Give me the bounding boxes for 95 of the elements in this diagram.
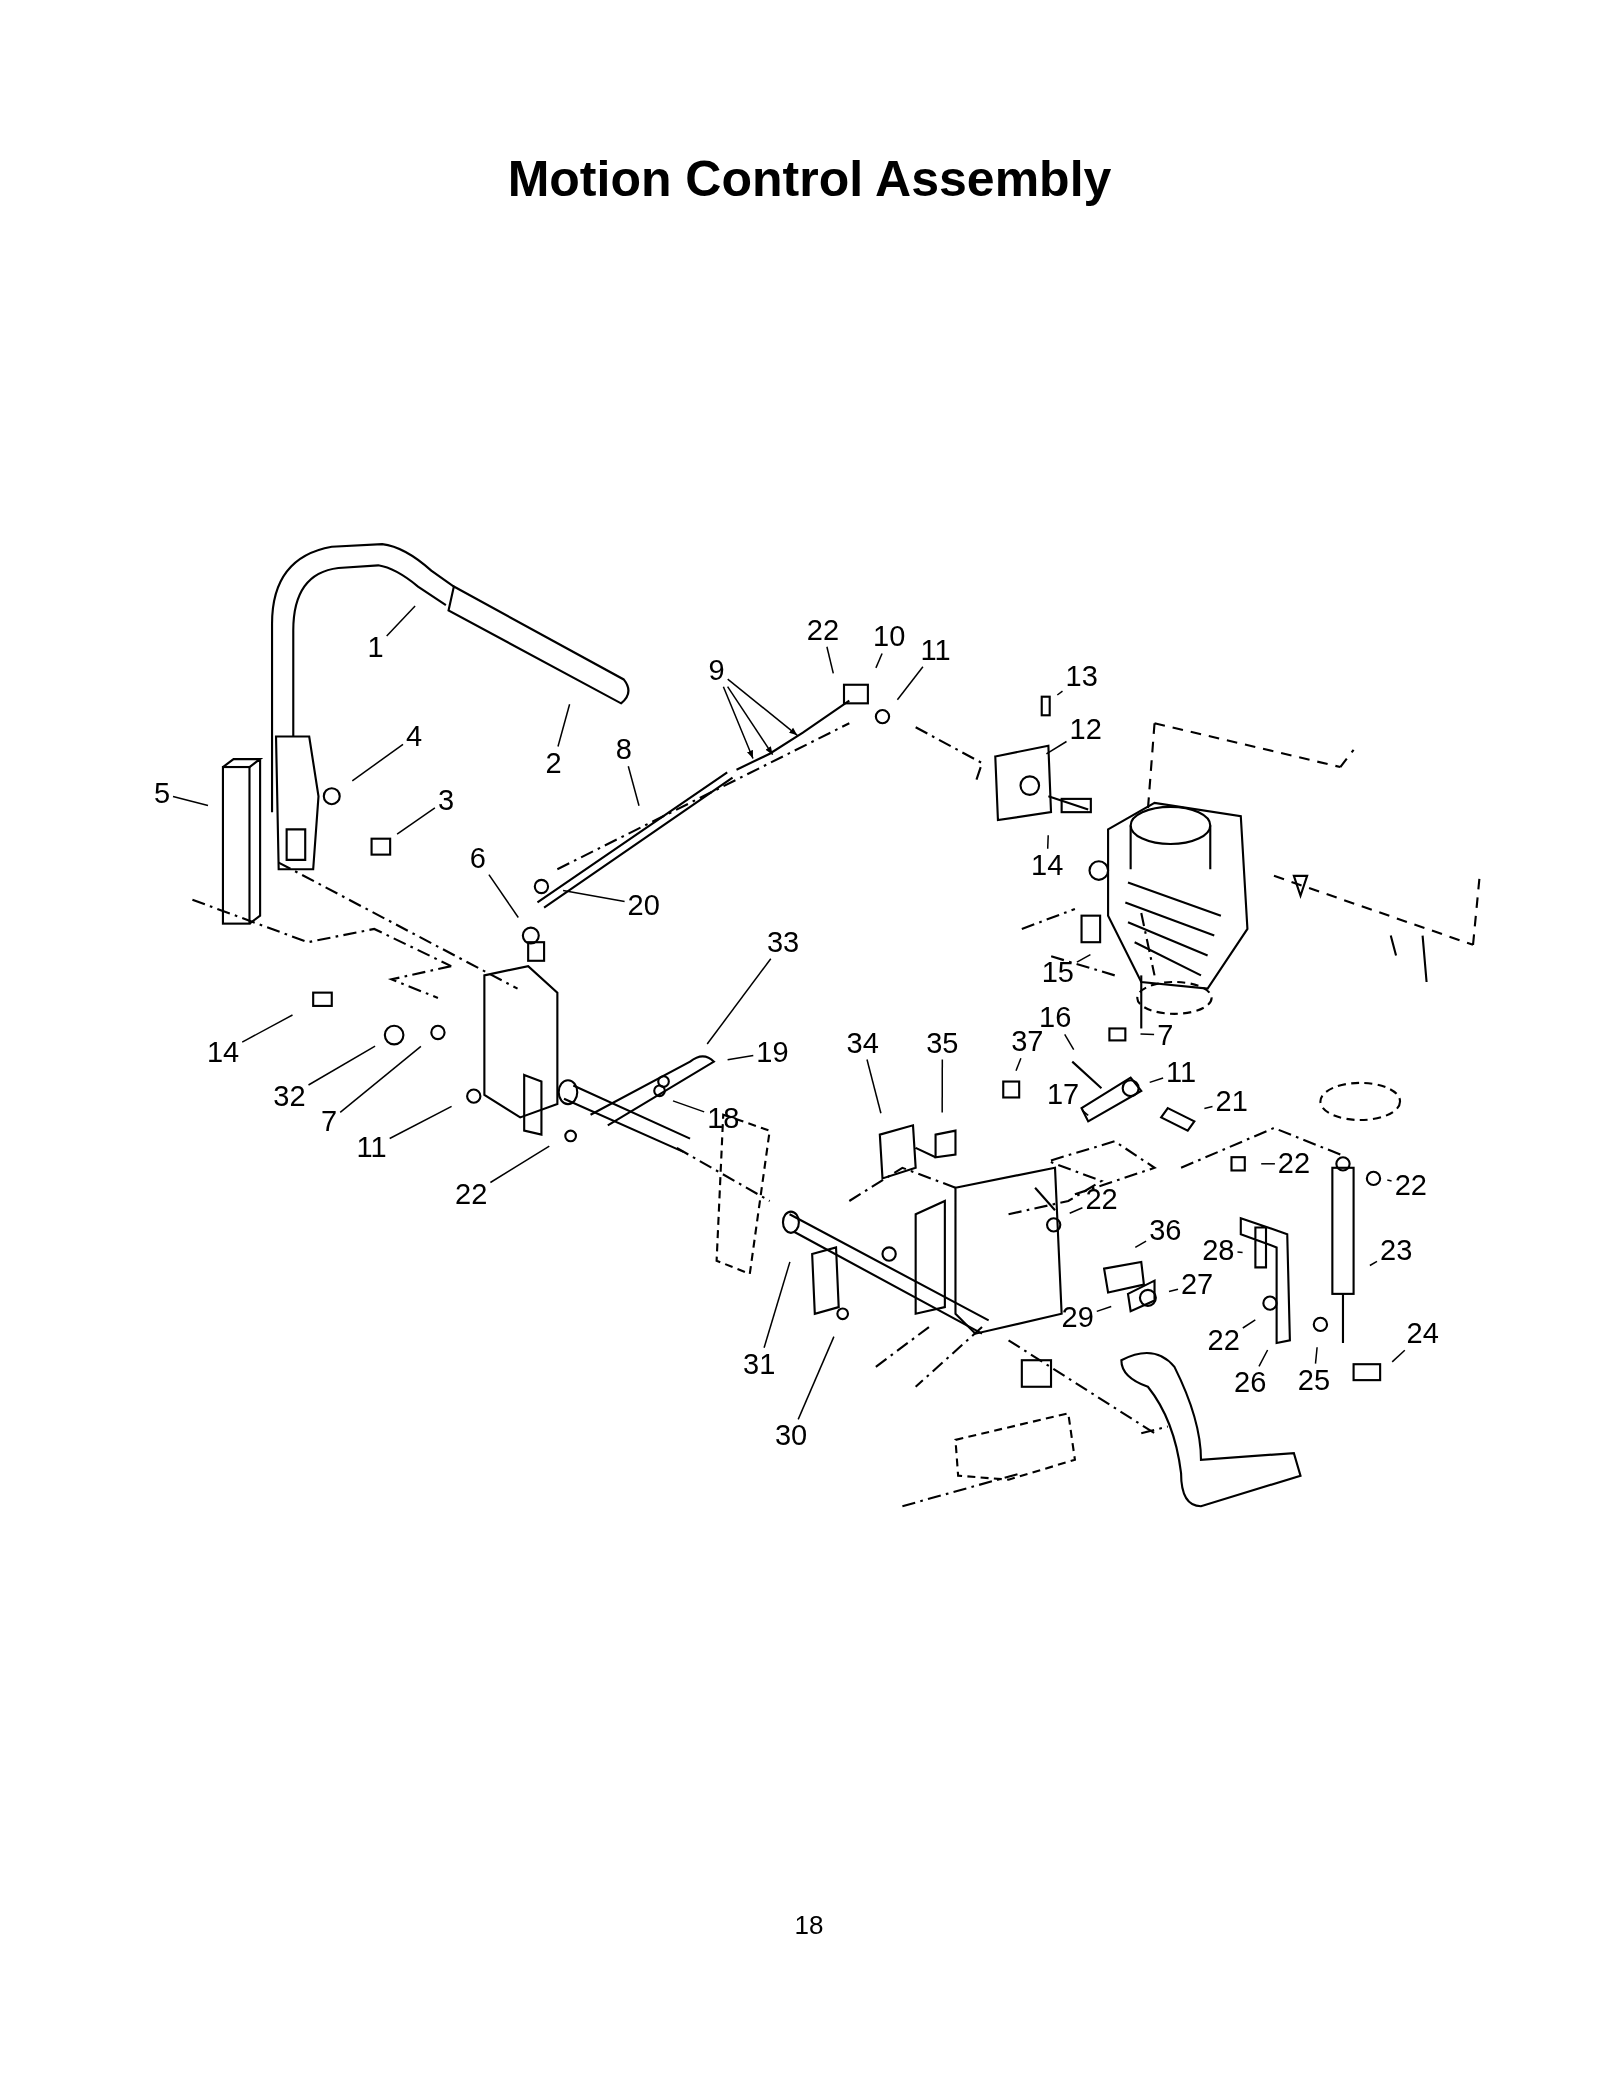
callout-number: 23: [1380, 1235, 1413, 1265]
callout-number: 15: [1041, 958, 1074, 988]
callout-number: 22: [806, 615, 840, 645]
leader-line: [1148, 1077, 1164, 1084]
callout-number: 13: [1065, 662, 1098, 692]
leader-line: [1242, 1319, 1257, 1329]
callout-number: 31: [743, 1349, 776, 1379]
callout-number: 2: [545, 748, 562, 778]
leader-line: [1045, 740, 1068, 755]
callout-number: 12: [1069, 715, 1102, 745]
callout-number: 24: [1406, 1319, 1439, 1349]
callout-number: 11: [356, 1133, 387, 1163]
leader-line: [1096, 1305, 1112, 1313]
callout-number: 30: [774, 1421, 808, 1451]
callout-number: 33: [766, 927, 800, 957]
leader-line: [866, 1058, 882, 1115]
callout-number: 37: [1011, 1027, 1044, 1057]
leader-line: [706, 957, 772, 1045]
leader-line: [562, 889, 626, 903]
leader-line: [722, 685, 754, 760]
leader-line: [826, 646, 835, 675]
leader-line: [388, 1105, 453, 1140]
leader-line: [1314, 1346, 1318, 1365]
callout-number: 14: [1031, 850, 1064, 880]
callout-number: 22: [455, 1179, 488, 1209]
leader-line: [726, 685, 774, 756]
leader-line: [1081, 1109, 1089, 1117]
leader-line: [1260, 1163, 1276, 1165]
callout-number: 28: [1202, 1235, 1235, 1265]
page-title: Motion Control Assembly: [507, 150, 1112, 208]
callout-number: 3: [437, 785, 454, 815]
leader-line: [307, 1045, 376, 1086]
callout-number: 14: [206, 1037, 240, 1067]
leader-line: [1258, 1349, 1269, 1368]
callout-number: 17: [1046, 1080, 1080, 1110]
callout-number: 22: [1207, 1325, 1240, 1355]
callout-number: 4: [406, 722, 423, 751]
callout-number: 29: [1061, 1303, 1094, 1333]
leader-line: [488, 873, 520, 919]
callout-number: 22: [1085, 1185, 1118, 1215]
leader-line: [1063, 1033, 1075, 1051]
callout-number: 10: [873, 622, 906, 652]
leader-line: [1236, 1251, 1244, 1254]
callout-number: 35: [926, 1028, 959, 1058]
leader-line: [672, 1100, 705, 1113]
callout-number: 18: [707, 1104, 740, 1134]
callout-number: 32: [273, 1081, 306, 1111]
leader-line: [1134, 1240, 1147, 1249]
leader-line: [396, 807, 436, 835]
page-number: 18: [794, 1910, 824, 1941]
callout-number: 6: [469, 844, 486, 874]
callout-number: 1: [367, 633, 384, 663]
leader-line: [1015, 1057, 1022, 1072]
leader-line: [1369, 1260, 1378, 1267]
callout-number: 11: [920, 635, 951, 665]
leader-line: [489, 1145, 551, 1184]
leader-line: [1139, 1033, 1155, 1036]
leader-line: [726, 678, 799, 737]
callout-number: 7: [1157, 1020, 1174, 1050]
leader-line: [172, 795, 209, 807]
callout-number: 7: [321, 1106, 338, 1136]
callout-number: 11: [1166, 1057, 1197, 1087]
leader-line: [1046, 834, 1049, 850]
leader-line: [1386, 1179, 1393, 1182]
leader-line: [339, 1045, 422, 1114]
leader-line: [1076, 953, 1092, 963]
leader-line: [875, 652, 883, 669]
leader-line: [241, 1014, 294, 1043]
callout-number: 8: [615, 735, 632, 765]
leader-line: [1056, 690, 1064, 696]
callout-number: 22: [1394, 1170, 1427, 1200]
callout-number: 27: [1181, 1270, 1214, 1300]
leader-line: [385, 605, 416, 637]
callout-number: 34: [846, 1028, 879, 1058]
leader-line: [557, 703, 571, 748]
leader-line: [896, 666, 924, 701]
leader-line: [1168, 1288, 1179, 1293]
leader-line: [1068, 1207, 1084, 1214]
callout-number: 9: [708, 655, 725, 685]
callout-number: 21: [1215, 1086, 1248, 1116]
callout-number: 22: [1277, 1149, 1311, 1179]
callout-number: 5: [153, 779, 171, 809]
leader-line: [1391, 1349, 1406, 1363]
leader-line: [1203, 1105, 1214, 1110]
callout-number: 19: [756, 1037, 789, 1067]
leader-line: [726, 1054, 755, 1061]
leader-line: [627, 765, 640, 807]
leader-line: [763, 1261, 791, 1349]
leader-line: [797, 1335, 835, 1421]
callout-number: 36: [1149, 1215, 1182, 1245]
leader-line: [351, 743, 404, 782]
callout-number: 20: [627, 890, 660, 920]
callout-number: 26: [1234, 1368, 1267, 1398]
leader-line: [941, 1058, 944, 1114]
callout-number: 25: [1297, 1365, 1331, 1395]
